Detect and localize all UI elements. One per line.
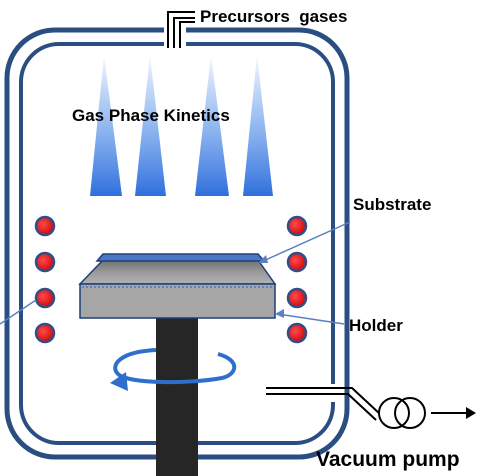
heater-coil — [286, 251, 308, 273]
precursor-gases-label: Precursors gases — [200, 7, 347, 26]
holder-top-face — [78, 259, 277, 285]
holder-front-face — [79, 283, 276, 319]
substrate-holder — [78, 253, 277, 319]
holder-pointer-line — [277, 313, 345, 325]
gas-jet — [90, 55, 122, 196]
gas-jet — [135, 55, 166, 196]
heater-coil — [34, 251, 56, 273]
heater-coil — [34, 287, 56, 309]
heater-coils — [34, 215, 308, 344]
holder-label: Holder — [349, 316, 403, 335]
pump-symbol-icon — [378, 397, 426, 429]
rotation-shaft — [156, 318, 198, 476]
heater-coil — [34, 322, 56, 344]
heater-pointer-line — [0, 299, 37, 325]
substrate-layer — [95, 253, 266, 262]
exhaust-pipe — [266, 384, 381, 421]
substrate-label: Substrate — [353, 195, 431, 214]
heater-coil — [286, 215, 308, 237]
gas-jet — [195, 55, 229, 196]
gas-jet — [243, 55, 273, 196]
arrow-right-icon — [431, 407, 476, 419]
heater-coil — [286, 287, 308, 309]
heater-coil — [34, 215, 56, 237]
gas-inlet-pipe — [164, 0, 195, 48]
gas-jets — [90, 55, 273, 196]
heater-coil — [286, 322, 308, 344]
gas-phase-kinetics-label: Gas Phase Kinetics — [72, 106, 230, 125]
rotation-arrow-icon — [110, 348, 237, 391]
vacuum-pump-label: Vacuum pump — [316, 448, 460, 471]
substrate-pointer-line — [260, 221, 351, 263]
